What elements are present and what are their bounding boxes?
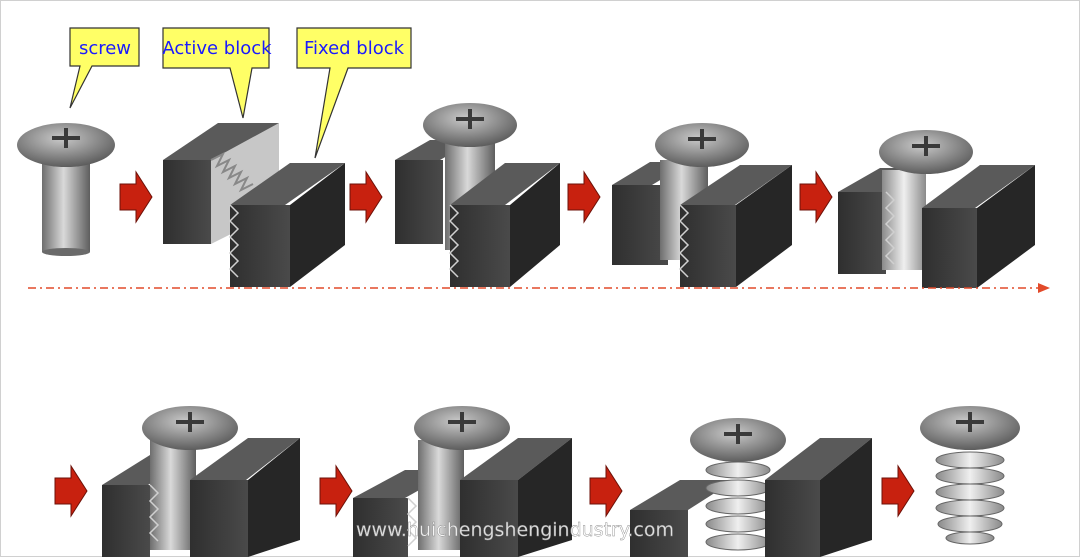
process-arrow-icon — [881, 464, 915, 518]
process-arrow-icon — [119, 170, 153, 224]
timeline-arrow-icon — [28, 283, 1050, 293]
assembly-stage-7 — [353, 406, 572, 557]
watermark: www.huichengshengindustry.com — [356, 519, 674, 541]
callout-screw-label: screw — [79, 38, 131, 59]
assembly-stage-5 — [838, 130, 1035, 288]
screw-icon — [920, 406, 1020, 545]
callout-screw: screw — [69, 27, 140, 109]
assembly-stage-8 — [630, 418, 872, 557]
process-arrow-icon — [589, 464, 623, 518]
callout-active-block-label: Active block — [162, 38, 272, 59]
process-arrow-icon — [799, 170, 833, 224]
process-arrow-icon — [319, 464, 353, 518]
threaded-shank — [705, 461, 771, 551]
process-arrow-icon — [567, 170, 601, 224]
callout-fixed-block: Fixed block — [296, 27, 412, 159]
process-arrow-icon — [349, 170, 383, 224]
process-arrow-icon — [54, 464, 88, 518]
assembly-stage-6 — [102, 406, 300, 557]
screw-icon — [17, 123, 115, 256]
assembly-stage-3 — [395, 103, 560, 287]
block-icon — [228, 163, 345, 287]
callout-fixed-block-label: Fixed block — [304, 38, 405, 59]
callout-active-block: Active block — [162, 27, 272, 119]
assembly-stage-4 — [612, 123, 792, 287]
